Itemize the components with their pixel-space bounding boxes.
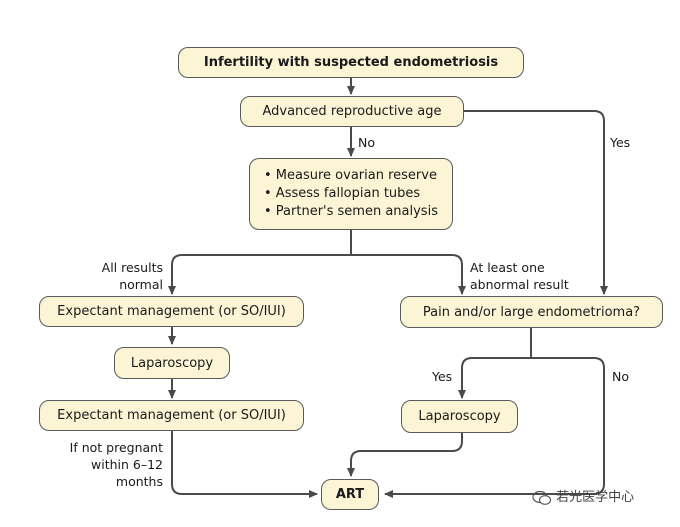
test-item-ovarian-reserve: • Measure ovarian reserve xyxy=(264,168,437,183)
arrow-tests-abnormal xyxy=(351,254,466,295)
arrow-pain-yes xyxy=(458,328,532,399)
pain-endometrioma-node: Pain and/or large endometrioma? xyxy=(400,296,663,328)
arrow-pain-no xyxy=(384,357,605,498)
expectant-management-node-2: Expectant management (or SO/IUI) xyxy=(39,400,304,431)
arrow-tests-normal xyxy=(168,230,352,295)
watermark-text: 若光医学中心 xyxy=(556,490,635,505)
laparoscopy-node-1: Laparoscopy xyxy=(114,347,230,379)
label-abnormal-line-1: At least one xyxy=(470,260,545,275)
expectant-management-node-1: Expectant management (or SO/IUI) xyxy=(39,296,304,327)
label-pain-yes: Yes xyxy=(432,369,453,384)
tests-node: • Measure ovarian reserve • Assess fallo… xyxy=(249,158,453,230)
label-age-no: No xyxy=(358,135,375,150)
arrow-laparoscopy2-to-art xyxy=(347,433,463,477)
wechat-icon xyxy=(532,490,552,505)
start-node: Infertility with suspected endometriosis xyxy=(178,47,524,78)
label-not-pregnant-line-3: months xyxy=(115,474,163,489)
test-item-semen-analysis: • Partner's semen analysis xyxy=(264,204,438,219)
art-node: ART xyxy=(321,479,379,510)
arrow-age-yes xyxy=(464,110,608,295)
label-pain-no: No xyxy=(612,369,629,384)
advanced-age-node: Advanced reproductive age xyxy=(240,96,464,127)
laparoscopy-node-2: Laparoscopy xyxy=(401,400,518,433)
label-age-yes: Yes xyxy=(610,135,631,150)
label-not-pregnant-line-1: If not pregnant xyxy=(69,440,163,455)
arrow-expectant2-to-art xyxy=(171,431,318,498)
label-abnormal-line-2: abnormal result xyxy=(470,277,569,292)
label-abnormal-result: At least one abnormal result xyxy=(470,259,569,293)
label-all-normal-line-2: normal xyxy=(119,277,163,292)
label-all-normal-line-1: All results xyxy=(101,260,163,275)
watermark: 若光医学中心 xyxy=(532,486,634,506)
label-all-results-normal: All results normal xyxy=(70,259,163,293)
test-item-fallopian-tubes: • Assess fallopian tubes xyxy=(264,186,421,201)
label-not-pregnant: If not pregnant within 6–12 months xyxy=(50,439,163,490)
label-not-pregnant-line-2: within 6–12 xyxy=(91,457,163,472)
